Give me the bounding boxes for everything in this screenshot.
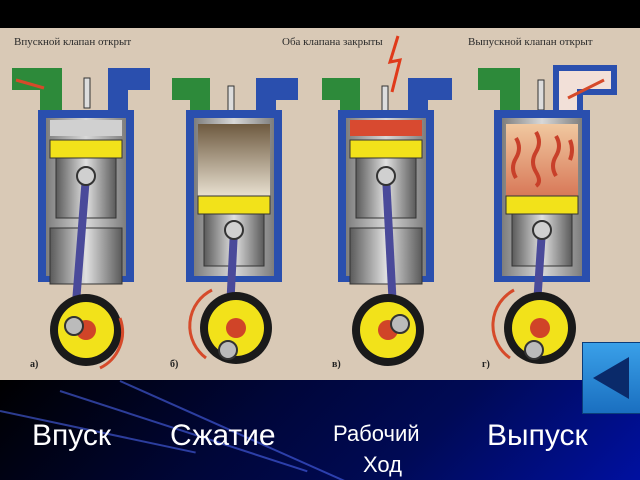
crank-center <box>530 318 550 338</box>
exhaust-port <box>408 78 452 116</box>
sublabel-b: б) <box>170 359 179 370</box>
crank-pin <box>524 340 544 360</box>
piston-crown <box>197 195 271 215</box>
back-button[interactable] <box>582 342 640 414</box>
top-black-band <box>0 0 640 28</box>
ignition-flash <box>350 120 422 136</box>
rotation-arrow-icon <box>99 317 125 370</box>
crank-pin <box>64 316 84 336</box>
piston-crown <box>49 139 123 159</box>
intake-port <box>322 78 360 116</box>
exhaust-port <box>256 78 298 116</box>
flow-arrow-icon <box>567 78 605 100</box>
wrist-pin <box>76 166 96 186</box>
flame-squiggles <box>511 130 574 188</box>
stroke-label-power-line2: Ход <box>363 452 403 477</box>
caption-band <box>0 380 640 480</box>
wrist-pin <box>224 220 244 240</box>
intake-port <box>478 68 520 116</box>
crankcase <box>49 227 123 285</box>
spark-plug <box>83 77 91 109</box>
engine-exhaust <box>478 65 617 364</box>
stroke-label-compression: Сжатие <box>170 419 276 452</box>
sublabel-d: г) <box>482 359 490 370</box>
stroke-label-exhaust: Выпуск <box>487 419 588 452</box>
exhaust-port <box>108 68 150 116</box>
exhaust-port-open <box>553 65 617 119</box>
wrist-pin <box>532 220 552 240</box>
intake-port <box>172 78 210 116</box>
stroke-label-power-line1: Рабочий <box>333 421 420 446</box>
compressed-mixture <box>198 124 270 196</box>
engine-diagram-svg <box>12 35 617 370</box>
rotation-arrow-icon <box>491 288 515 360</box>
spark-plug <box>537 79 545 111</box>
sublabel-c: в) <box>332 359 341 370</box>
wrist-pin <box>376 166 396 186</box>
engine-intake <box>12 68 150 370</box>
engine-compression <box>172 78 298 364</box>
spark-icon <box>387 35 403 93</box>
rotation-arrow-icon <box>188 288 213 360</box>
crank-pin <box>390 314 410 334</box>
intake-port <box>12 68 62 116</box>
header-both-valves-closed: Оба клапана закрыты <box>282 36 383 48</box>
header-intake-valve-open: Впускной клапан открыт <box>14 36 132 48</box>
piston-crown <box>349 139 423 159</box>
combustion-chamber <box>50 120 122 136</box>
piston-crown <box>505 195 579 215</box>
crank-pin <box>218 340 238 360</box>
crank-center <box>226 318 246 338</box>
stroke-label-intake: Впуск <box>32 419 112 452</box>
exhaust-gas <box>506 124 578 196</box>
engine-power <box>322 35 452 366</box>
header-exhaust-valve-open: Выпускной клапан открыт <box>468 36 593 48</box>
triangle-left-icon <box>593 357 629 399</box>
sublabel-a: а) <box>30 359 39 370</box>
flow-arrow-icon <box>15 78 45 90</box>
engine-cycle-figure: Впускной клапан открыт Оба клапана закры… <box>0 28 640 380</box>
